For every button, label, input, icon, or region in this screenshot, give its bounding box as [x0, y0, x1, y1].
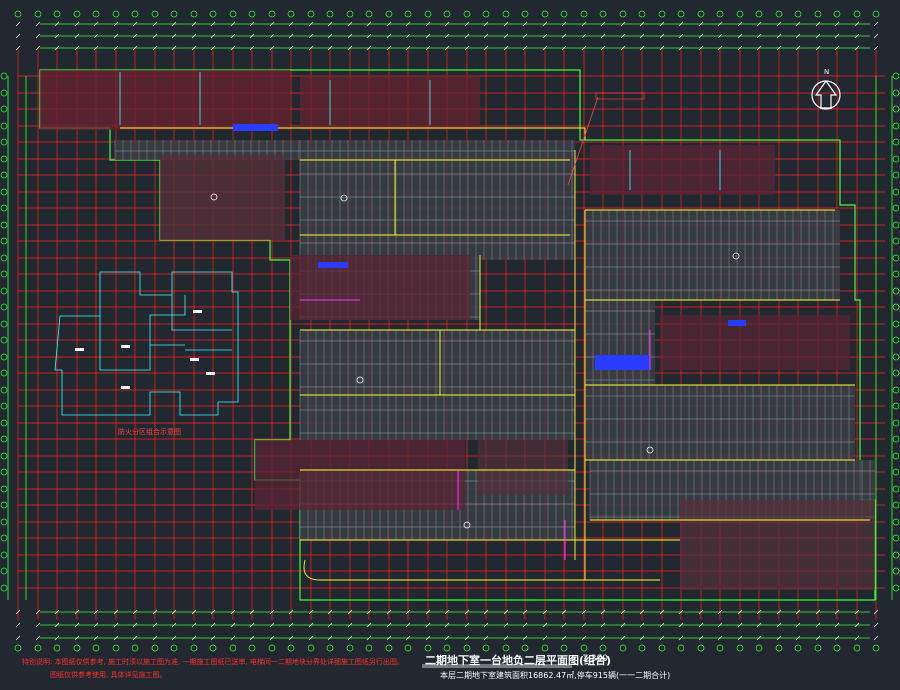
- key-plan-title: 防火分区组合示意图: [118, 428, 181, 436]
- dimension-lines: [7, 21, 893, 641]
- drawing-scale: 1:300: [582, 654, 608, 664]
- special-note-line-1: 特别说明: 本图纸仅供参考, 施工时须以施工图为准, 一期施工图纸已送审, 电梯…: [22, 658, 404, 666]
- drawing-subtitle: 本层二期地下室建筑面积16862.47㎡,停车915辆(一一二期合计): [440, 671, 671, 680]
- north-label: N: [824, 68, 830, 76]
- title-underline: [422, 664, 572, 668]
- equipment-rooms: [233, 124, 746, 370]
- fire-partition-lines: [300, 299, 651, 560]
- axis-bubbles: [0, 10, 900, 652]
- key-plan-labels: [75, 310, 215, 389]
- drawing-title: 二期地下室一台地负二层平面图(组合): [425, 654, 612, 667]
- special-note-line-2: 图纸仅供参考使用, 具体详见施工图。: [50, 671, 167, 679]
- key-plan-diagram: [54, 271, 239, 416]
- shaft-markers: [119, 72, 721, 190]
- stair-cores: [40, 70, 875, 590]
- callout-leader: [567, 92, 645, 186]
- north-arrow-icon: [811, 79, 841, 110]
- zone-markers: [210, 193, 740, 529]
